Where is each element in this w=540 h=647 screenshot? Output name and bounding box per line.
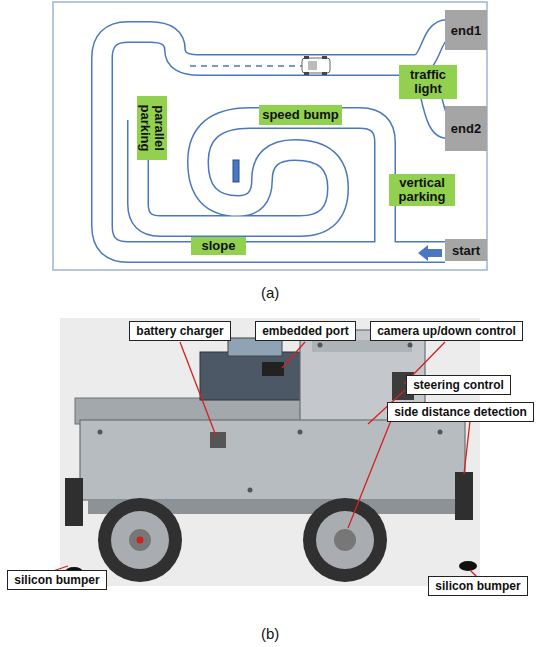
node-text: speed bump [262, 108, 339, 122]
node-text: silicon bumper [435, 579, 520, 593]
panel-label: (b) [261, 625, 279, 642]
car-icon [302, 56, 330, 75]
start-arrow [418, 245, 442, 261]
callout-box: side distance detection [387, 402, 534, 422]
panel-label: (a) [261, 284, 279, 301]
callout-box: battery charger [129, 321, 231, 341]
callout-box: camera up/down control [370, 321, 523, 341]
node-text: traffic light [402, 68, 454, 96]
node-text: vertical parking [392, 176, 452, 204]
end-box: end1 [445, 10, 487, 50]
node-text: embedded port [262, 324, 349, 338]
station-label: traffic light [399, 65, 457, 99]
node-text: end1 [451, 23, 481, 38]
node-text: silicon bumper [14, 573, 99, 587]
node-text: parallel parking [138, 99, 166, 157]
start-box: start [445, 239, 487, 261]
photo-ground [60, 318, 480, 586]
callout-box: silicon bumper [428, 576, 528, 596]
node-text: steering control [413, 378, 504, 392]
station-label: vertical parking [389, 174, 455, 206]
robot-car [65, 330, 477, 582]
node-text: end2 [451, 121, 481, 136]
station-label: parallel parking [137, 96, 167, 160]
station-label: slope [191, 237, 246, 255]
node-text: start [452, 243, 480, 258]
node-text: battery charger [136, 324, 223, 338]
end-box: end2 [445, 106, 487, 151]
node-text: camera up/down control [377, 324, 516, 338]
callout-box: steering control [406, 375, 511, 395]
bump-marker [233, 160, 239, 182]
station-label: speed bump [259, 105, 342, 125]
callout-box: silicon bumper [7, 570, 107, 590]
track-roads [102, 30, 447, 252]
node-text: slope [202, 239, 236, 253]
callout-box: embedded port [255, 321, 356, 341]
node-text: side distance detection [394, 405, 527, 419]
track-frame [53, 2, 487, 270]
